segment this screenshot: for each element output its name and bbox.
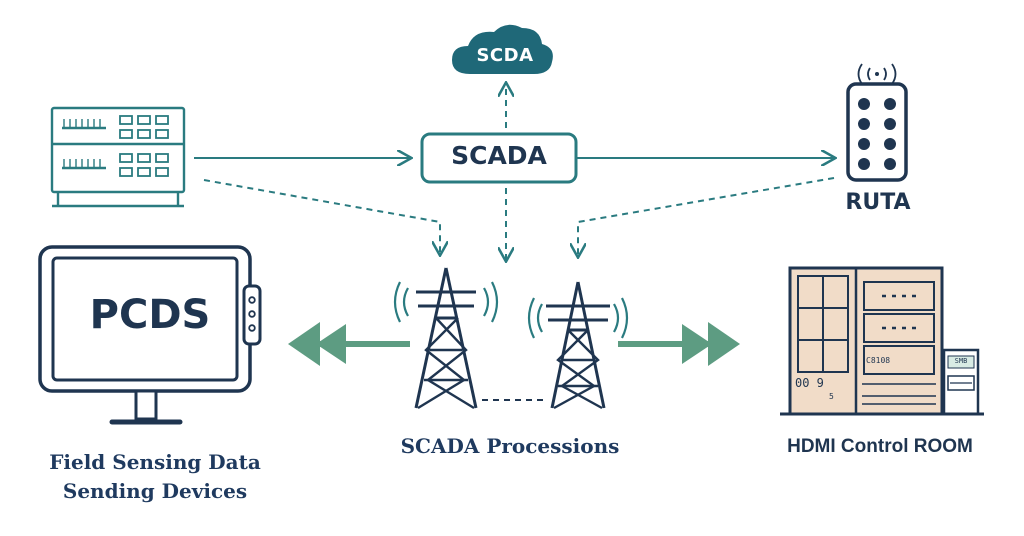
output-arrow-right bbox=[618, 322, 740, 366]
cabinet-display-code: C8108 bbox=[866, 356, 891, 365]
transmission-tower-icon bbox=[546, 281, 610, 410]
rack-to-tower-link bbox=[203, 179, 440, 254]
cloud-icon bbox=[452, 24, 553, 74]
cloud-label: SCDA bbox=[476, 45, 534, 66]
cabinet-counter: 00 9 bbox=[795, 376, 824, 390]
signal-waves-icon bbox=[527, 297, 629, 339]
monitor-label: PCDS bbox=[89, 292, 211, 338]
cabinet-small-mark: 5 bbox=[829, 392, 834, 401]
transmission-tower-icon bbox=[414, 267, 478, 410]
output-arrow-left bbox=[288, 322, 410, 366]
control-console-icon bbox=[938, 348, 984, 416]
signal-waves-icon bbox=[393, 281, 499, 323]
remote-to-tower-link bbox=[578, 177, 835, 256]
control-room-caption: HDMI Control ROOM bbox=[787, 436, 973, 457]
field-devices-caption: Field Sensing Data Sending Devices bbox=[49, 450, 261, 503]
scada-hub-label: SCADA bbox=[451, 141, 547, 170]
console-side-tag: SMB bbox=[954, 357, 968, 365]
control-cabinet-icon bbox=[780, 266, 952, 416]
remote-unit-icon bbox=[846, 63, 908, 182]
monitor-icon bbox=[38, 245, 262, 425]
processions-caption: SCADA Processions bbox=[400, 434, 620, 458]
remote-unit-label: RUTA bbox=[845, 190, 911, 215]
server-rack-icon bbox=[50, 106, 186, 208]
